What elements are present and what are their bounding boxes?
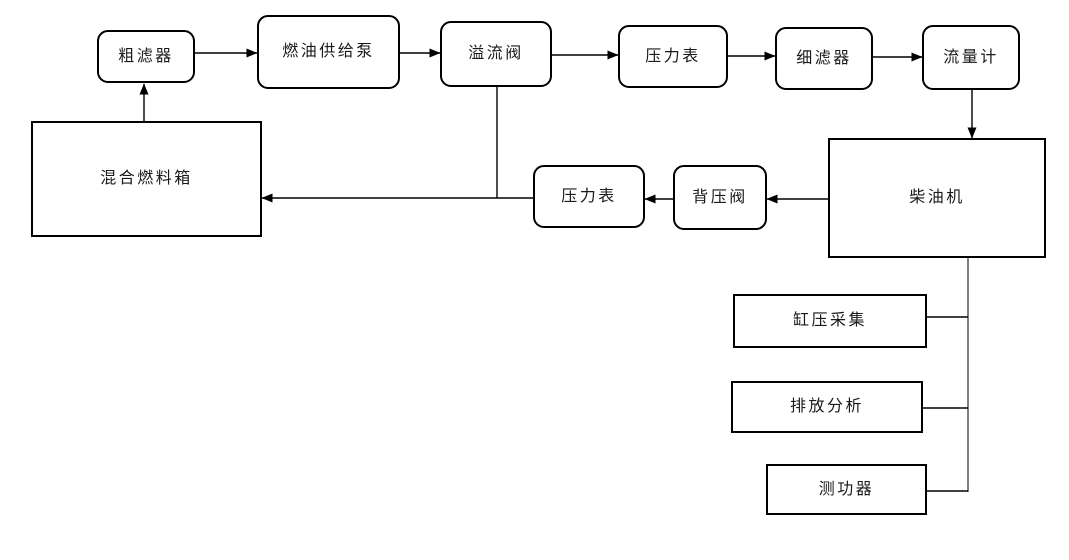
node-label-mixed-fuel-tank: 混合燃料箱 [100, 170, 193, 187]
node-relief-valve: 溢流阀 [440, 21, 552, 87]
node-label-dynamometer: 测功器 [818, 480, 875, 498]
node-label-back-pressure-valve: 背压阀 [692, 188, 748, 206]
node-diesel-engine: 柴油机 [828, 138, 1046, 258]
node-pressure-gauge-return: 压力表 [533, 165, 645, 228]
node-label-pressure-gauge-return: 压力表 [561, 187, 617, 205]
node-pressure-gauge-top: 压力表 [618, 25, 728, 88]
node-label-relief-valve: 溢流阀 [468, 45, 524, 62]
node-mixed-fuel-tank: 混合燃料箱 [31, 121, 262, 237]
node-emission-analysis: 排放分析 [731, 381, 923, 433]
node-label-coarse-filter: 粗滤器 [118, 47, 174, 65]
node-label-flow-meter: 流量计 [943, 48, 999, 66]
node-label-pressure-gauge-top: 压力表 [645, 47, 701, 65]
node-back-pressure-valve: 背压阀 [673, 165, 767, 230]
node-label-emission-analysis: 排放分析 [789, 398, 864, 415]
node-cylinder-pressure-acquisition: 缸压采集 [733, 294, 927, 348]
node-coarse-filter: 粗滤器 [97, 30, 195, 83]
node-label-cylinder-pressure-acquisition: 缸压采集 [792, 312, 867, 329]
node-label-diesel-engine: 柴油机 [909, 189, 965, 206]
node-fine-filter: 细滤器 [775, 27, 873, 90]
node-dynamometer: 测功器 [766, 464, 927, 515]
node-label-fine-filter: 细滤器 [796, 49, 852, 67]
node-label-fuel-supply-pump: 燃油供给泵 [282, 43, 375, 60]
node-flow-meter: 流量计 [922, 25, 1020, 90]
node-fuel-supply-pump: 燃油供给泵 [257, 15, 400, 89]
